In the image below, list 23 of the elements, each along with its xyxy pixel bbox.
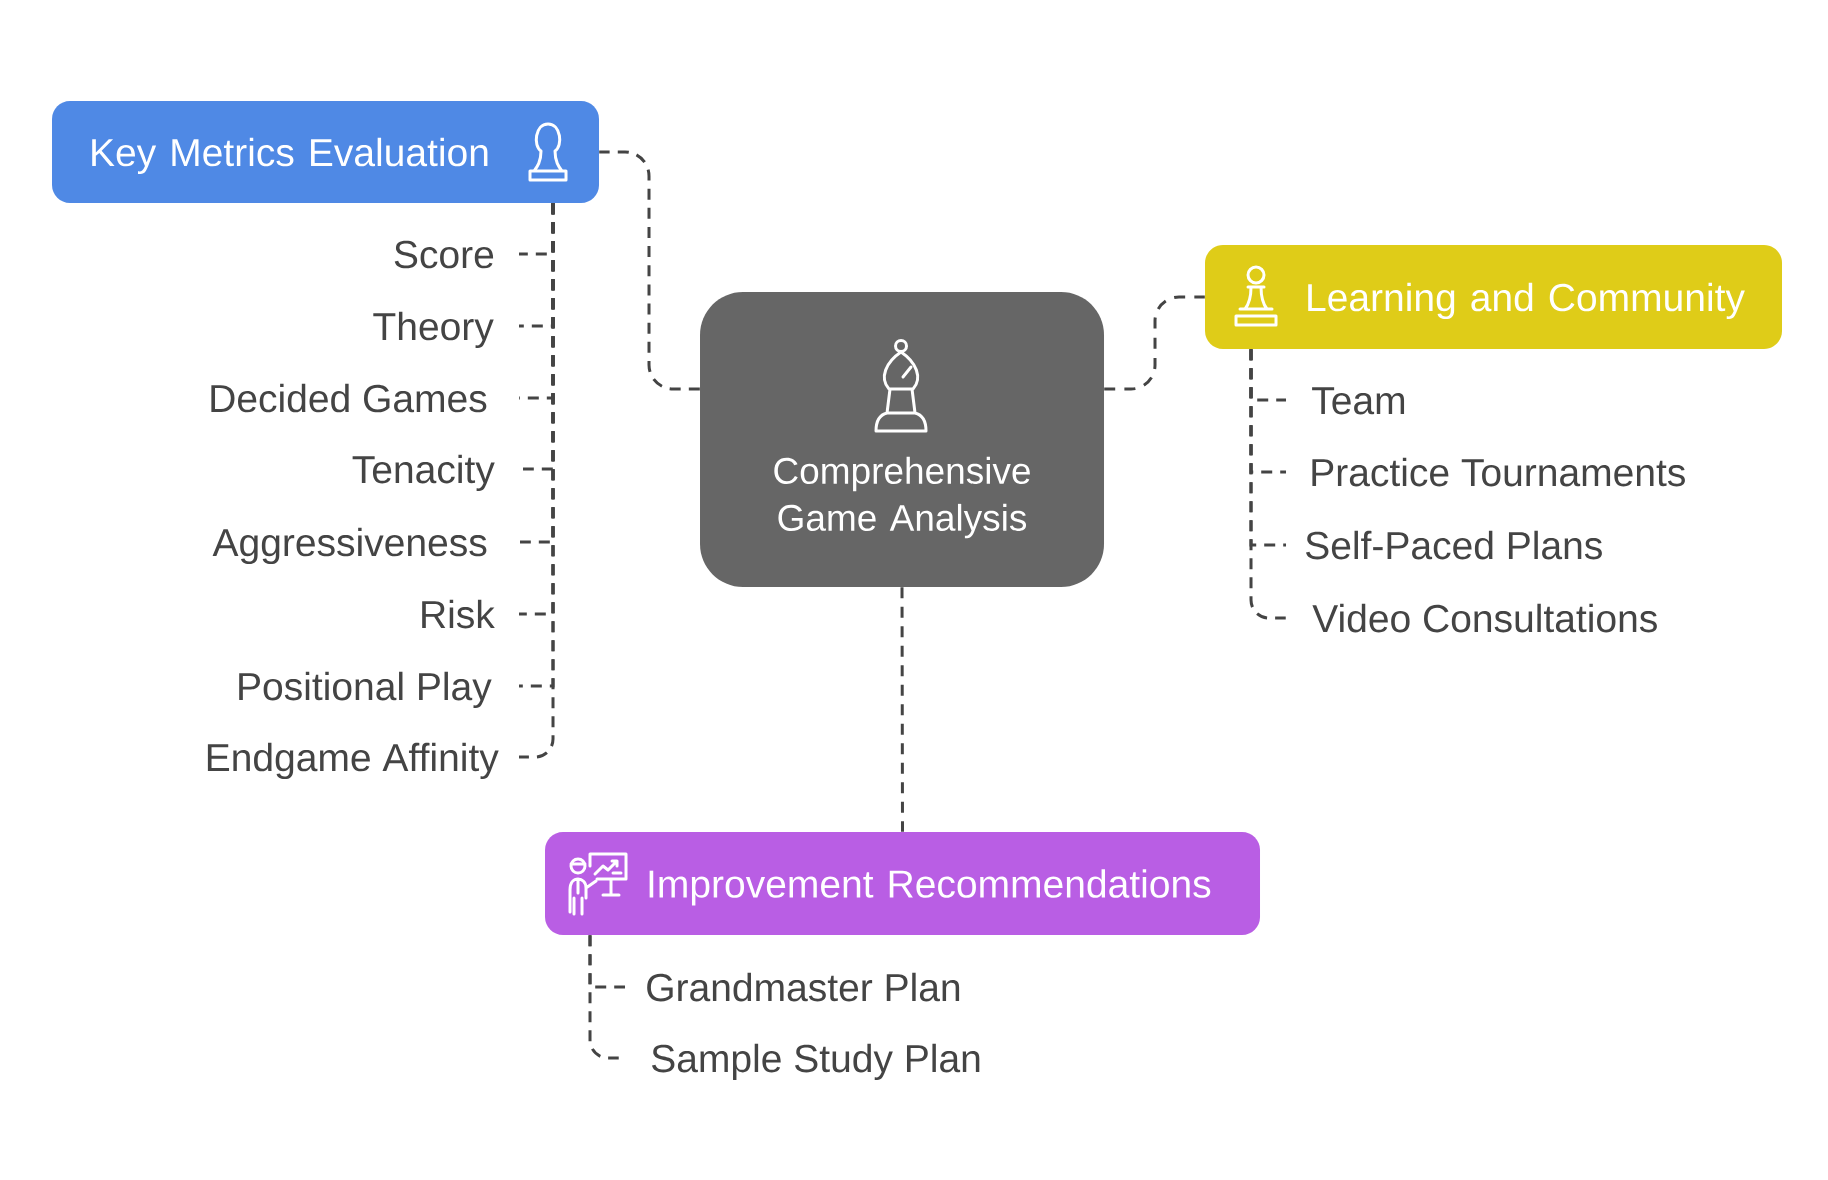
branch-label: Video Consultations xyxy=(1312,603,1657,633)
connector xyxy=(1249,349,1286,620)
connector xyxy=(1104,295,1205,391)
category-box: Key Metrics Evaluation xyxy=(52,101,599,203)
category-box: Learning and Community xyxy=(1205,245,1782,349)
branch-label: Sample Study Plan xyxy=(652,1043,980,1081)
branch-label: Score xyxy=(394,240,494,269)
topic-box: Comprehensive Game Analysis xyxy=(700,292,1104,587)
branch-label: Tenacity xyxy=(352,454,495,492)
branch-label: Risk xyxy=(422,599,495,629)
branch-label: Aggressiveness xyxy=(212,527,487,565)
branch-label: Theory xyxy=(373,311,494,349)
connector xyxy=(599,150,700,391)
branch-label: Decided Games xyxy=(211,383,487,413)
branch-label: Endgame Affinity xyxy=(207,742,499,780)
branch-label: Self-Paced Plans xyxy=(1306,530,1602,560)
branch-label: Grandmaster Plan xyxy=(647,972,960,1002)
category-box: Improvement Recommendations xyxy=(545,832,1260,935)
branch-label: Positional Play xyxy=(239,671,492,709)
branch-label: Team xyxy=(1312,387,1405,415)
connector xyxy=(900,587,904,832)
connector xyxy=(588,935,619,1060)
branch-label: Practice Tournaments xyxy=(1312,457,1685,487)
